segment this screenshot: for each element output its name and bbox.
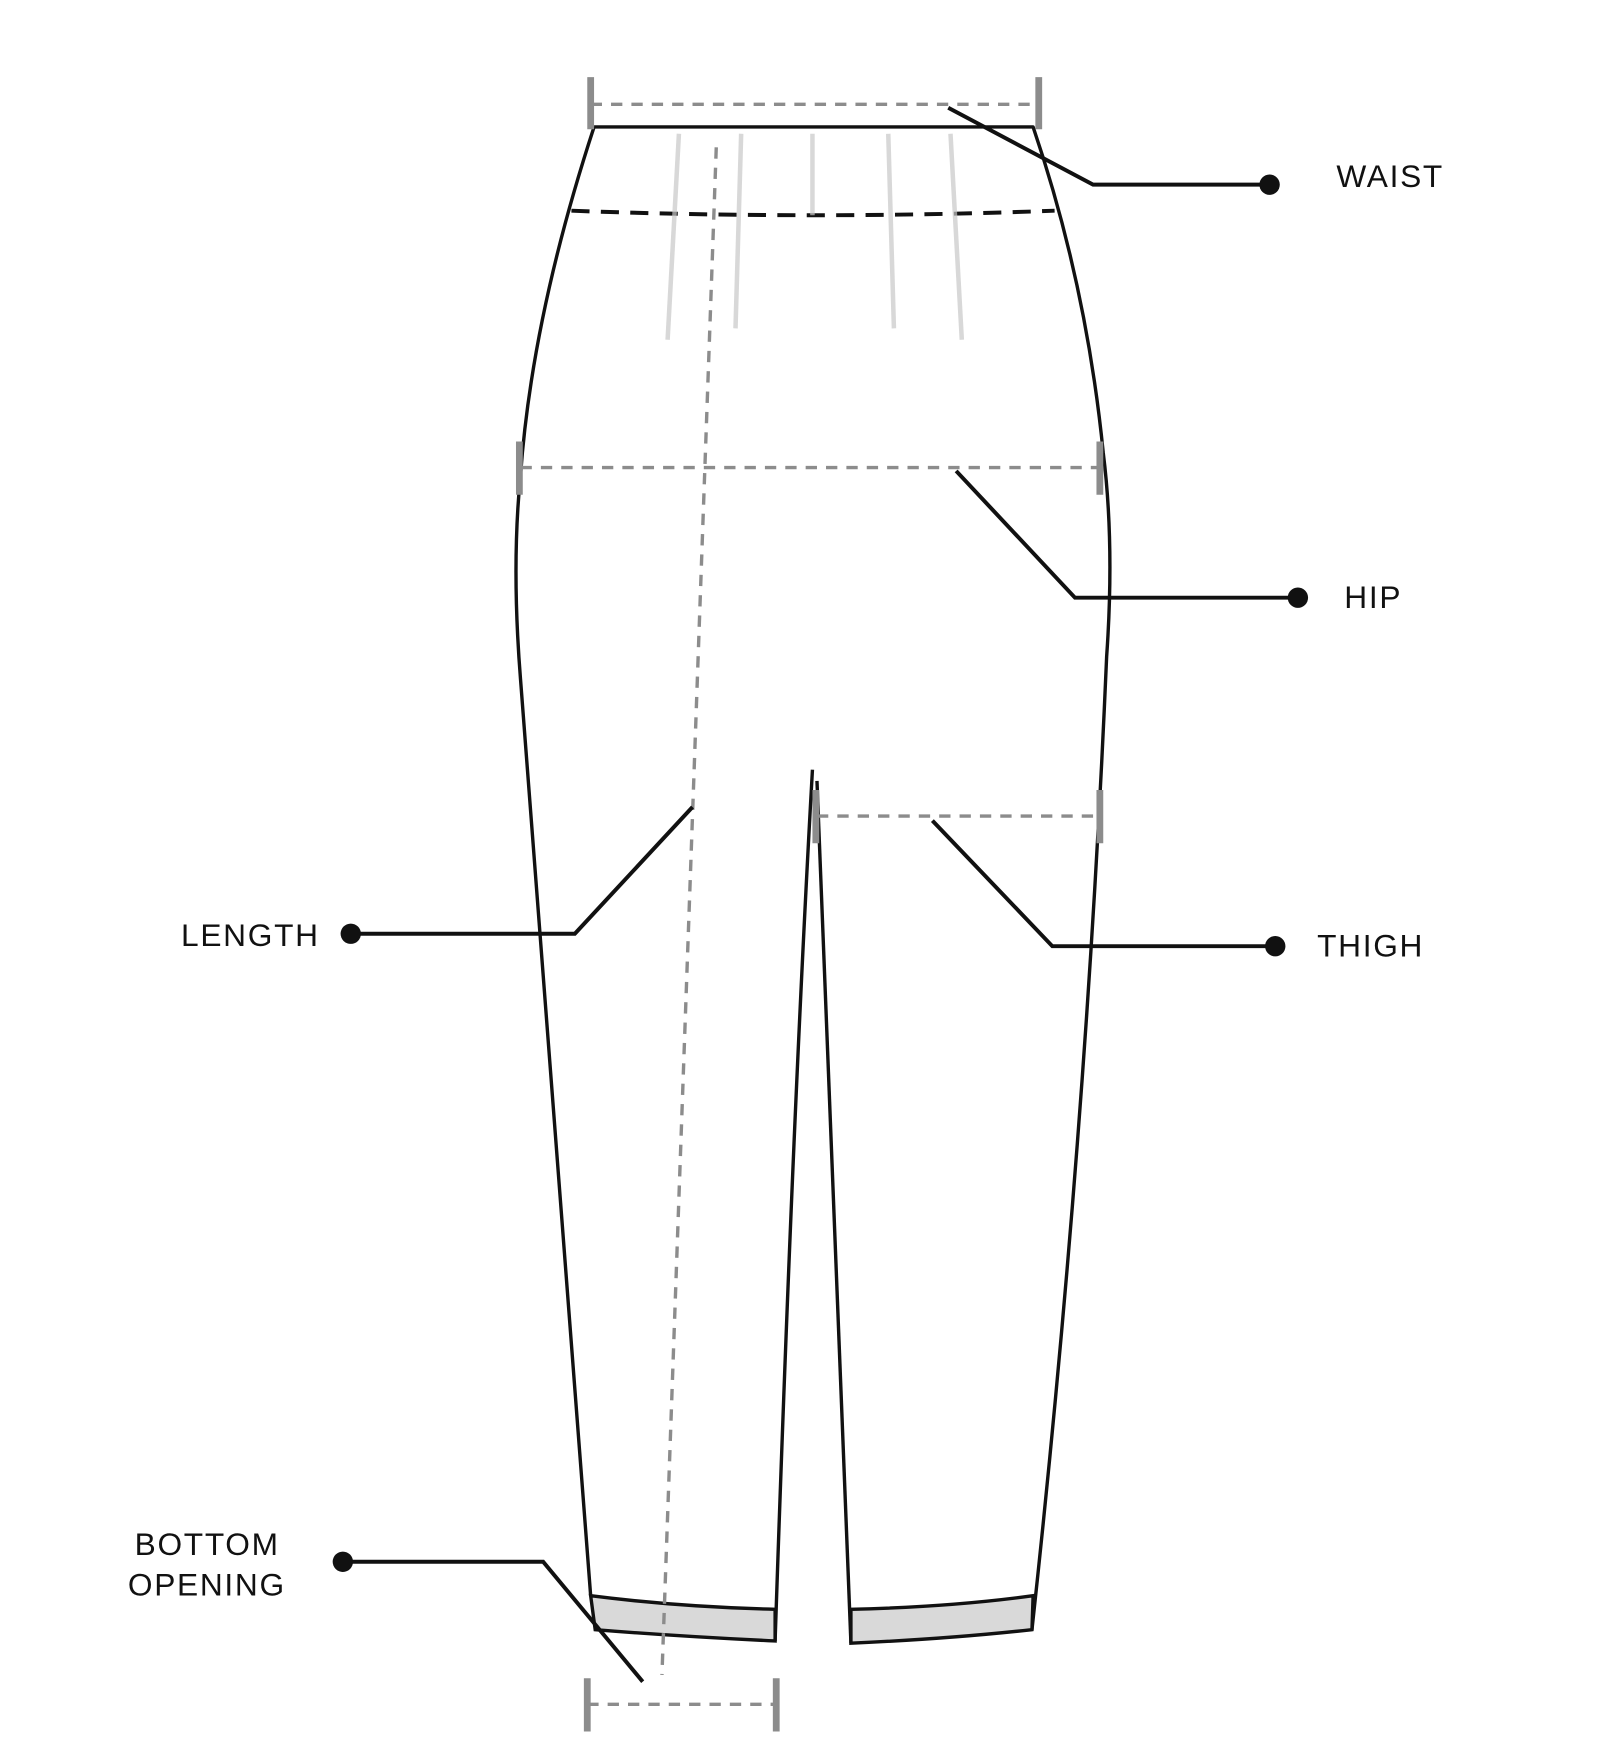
- right-cuff: [849, 1593, 1035, 1646]
- bottom-opening-dot: [332, 1551, 354, 1572]
- length-leader: [350, 805, 694, 936]
- bottom-opening-leader: [342, 1559, 645, 1683]
- length-measure-line: [660, 147, 718, 1675]
- waist-dot: [1259, 174, 1280, 195]
- hip-label: HIP: [1344, 579, 1402, 615]
- length-dot: [340, 923, 361, 944]
- hip-leader: [954, 469, 1298, 600]
- gathers: [665, 133, 965, 340]
- left-inner-leg: [773, 769, 815, 1642]
- bottom-opening-label-line1: BOTTOM: [135, 1526, 280, 1562]
- thigh-leader: [930, 819, 1276, 949]
- waist-label: WAIST: [1336, 158, 1444, 194]
- thigh-dot: [1265, 936, 1286, 957]
- measurement-lines: [515, 77, 1104, 1732]
- right-inner-leg: [815, 780, 853, 1644]
- bottom-opening-label-line2: OPENING: [128, 1567, 286, 1603]
- thigh-label: THIGH: [1317, 927, 1424, 963]
- pants-outline: [514, 125, 1112, 1630]
- length-label: LENGTH: [181, 917, 320, 953]
- leaders: [332, 105, 1309, 1683]
- labels: WAIST HIP THIGH LENGTH BOTTOM OPENING: [128, 158, 1444, 1603]
- hip-dot: [1287, 587, 1309, 608]
- left-cuff: [588, 1593, 777, 1643]
- waist-leader: [947, 105, 1270, 187]
- pants-drawing: [514, 125, 1112, 1646]
